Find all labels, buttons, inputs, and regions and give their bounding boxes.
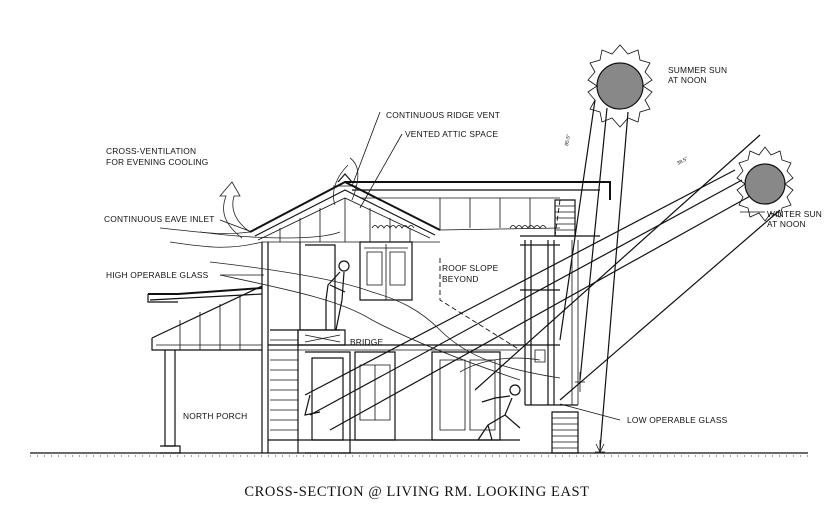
sun-rays [304, 99, 781, 453]
airflow-lines [159, 157, 561, 381]
summer-angle-label: 85.5° [564, 134, 572, 147]
cross-ventilation-label-line2: FOR EVENING COOLING [106, 157, 208, 167]
winter-sun-icon [736, 146, 794, 222]
ridge-vent-label: CONTINUOUS RIDGE VENT [386, 110, 500, 120]
ground-line [30, 452, 808, 457]
winter-angle-label: 38.5° [676, 156, 689, 167]
low-glass-label: LOW OPERABLE GLASS [627, 415, 728, 425]
north-porch-label: NORTH PORCH [183, 411, 247, 421]
attic-label: VENTED ATTIC SPACE [405, 129, 498, 139]
person-lower [477, 384, 521, 441]
north-porch-structure [147, 285, 263, 454]
cross-ventilation-label-line1: CROSS-VENTILATION [106, 146, 196, 156]
person-upper [325, 260, 350, 331]
house-structure [249, 173, 611, 454]
winter-sun-label-line1: WINTER SUN [767, 209, 822, 219]
eave-inlet-label: CONTINUOUS EAVE INLET [104, 214, 215, 224]
leader-lines [219, 111, 765, 421]
high-glass-label: HIGH OPERABLE GLASS [106, 270, 209, 280]
drawing-caption: CROSS-SECTION @ LIVING RM. LOOKING EAST [244, 484, 589, 500]
summer-sun-label-line2: AT NOON [668, 75, 707, 85]
summer-sun-label-line1: SUMMER SUN [668, 65, 727, 75]
roof-slope-label-line2: BEYOND [442, 274, 479, 284]
summer-sun-icon [587, 44, 653, 128]
winter-sun-label-line2: AT NOON [767, 219, 806, 229]
roof-slope-label-line1: ROOF SLOPE [442, 263, 499, 273]
bridge-label: BRIDGE [350, 337, 384, 347]
